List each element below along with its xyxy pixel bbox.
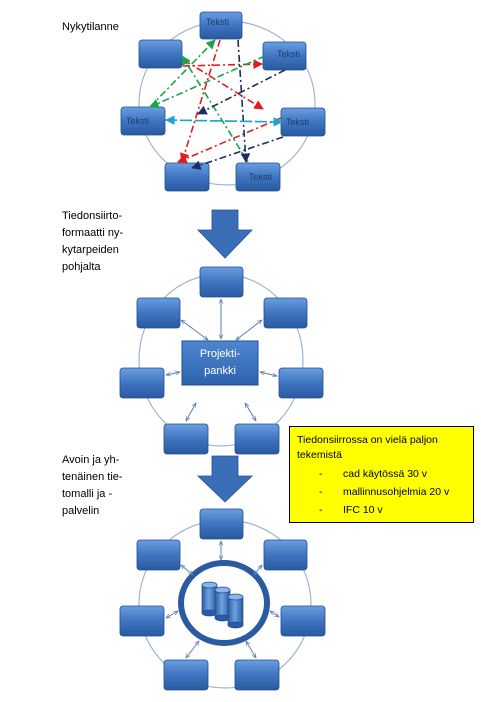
box-lower-left — [164, 162, 210, 192]
note-title-line: tekemistä — [297, 449, 342, 461]
label-line: pohjalta — [62, 261, 101, 273]
label-line: kytarpeiden — [62, 244, 119, 256]
arrow-green-2 — [149, 55, 266, 108]
database-icon — [201, 581, 244, 629]
box-upper-left — [136, 297, 181, 329]
label-line: tenäinen tie- — [62, 471, 123, 483]
box-mid-right: Teksti — [280, 107, 326, 137]
connector — [166, 372, 180, 375]
connector — [270, 611, 279, 617]
box-lower-left — [163, 659, 209, 691]
transition-arrow-1 — [197, 209, 253, 259]
label-line: Nykytilanne — [62, 21, 119, 33]
arrow-red-4 — [177, 117, 282, 164]
label-nykytilanne: Nykytilanne — [62, 19, 119, 36]
box-mid-right — [278, 367, 324, 399]
project-bank-hub: Projekti- pankki — [181, 340, 259, 386]
arrow-cyan-1 — [164, 117, 283, 127]
arrow-navy-3 — [191, 136, 284, 170]
box-label: Teksti — [286, 117, 309, 127]
hub-label-line: Projekti- — [200, 348, 241, 360]
connector — [254, 565, 262, 575]
box-upper-right — [263, 539, 308, 571]
label-line: Avoin ja yh- — [62, 454, 120, 466]
box-top: Teksti — [199, 11, 243, 40]
database-hub — [178, 560, 270, 646]
box-label: Teksti — [277, 49, 300, 59]
arrow-red-1 — [179, 39, 221, 163]
note-item: mallinnusohjelmia 20 v — [297, 485, 466, 500]
box-upper-left — [138, 39, 183, 69]
arrow-red-3 — [182, 59, 263, 70]
label-line: palvelin — [62, 505, 100, 517]
box-mid-left — [119, 367, 165, 399]
box-label: Teksti — [126, 116, 149, 126]
note-box: Tiedonsiirrossa on vielä paljon tekemist… — [289, 426, 474, 523]
arrow-navy-2 — [197, 69, 286, 115]
note-item: IFC 10 v — [297, 503, 466, 518]
box-label: Teksti — [206, 17, 229, 27]
box-top — [199, 508, 244, 540]
label-line: Tiedonsiirto- — [62, 210, 123, 222]
box-lower-right — [234, 423, 280, 455]
connector — [186, 641, 199, 658]
label-tiedonsiirtoformaatti: Tiedonsiirto- formaatti ny- kytarpeiden … — [62, 208, 123, 276]
box-lower-right — [234, 659, 280, 691]
box-mid-left — [119, 605, 165, 637]
note-title-line: Tiedonsiirrossa on vielä paljon — [297, 434, 438, 446]
connector — [246, 641, 256, 658]
box-upper-left — [136, 539, 181, 571]
project-bank-diagram: Projekti- pankki — [119, 266, 324, 455]
label-line: formaatti ny- — [62, 227, 124, 239]
box-lower-left — [163, 423, 209, 455]
label-avoin-tietomalli: Avoin ja yh- tenäinen tie- tomalli ja - … — [62, 452, 123, 520]
connector — [260, 372, 277, 376]
arrow-cyan-2 — [165, 115, 283, 125]
box-upper-right — [263, 297, 308, 329]
box-mid-right — [280, 605, 326, 637]
arrow-red-2 — [183, 59, 264, 110]
box-upper-right: Teksti — [262, 41, 307, 71]
connector — [181, 565, 193, 575]
connector — [181, 320, 208, 340]
note-item: cad käytössä 30 v — [297, 467, 466, 482]
connector — [185, 403, 197, 421]
arrow-navy-1 — [237, 39, 251, 163]
hub-label-line: pankki — [204, 365, 236, 377]
box-top — [199, 266, 244, 298]
current-state-diagram: Teksti Teksti Teksti Teksti Teksti — [120, 11, 326, 192]
arrow-green-3 — [149, 39, 216, 108]
note-list: cad käytössä 30 v mallinnusohjelmia 20 v… — [297, 467, 466, 518]
connector — [236, 320, 262, 340]
transition-arrow-2 — [197, 455, 253, 503]
label-line: tomalli ja - — [62, 488, 113, 500]
box-mid-left: Teksti — [120, 106, 166, 136]
connector — [166, 611, 178, 618]
open-data-model-diagram — [119, 508, 326, 691]
box-lower-right: Teksti — [235, 162, 281, 192]
box-label: Teksti — [249, 172, 272, 182]
connector — [245, 403, 256, 421]
arrow-green-1 — [181, 55, 249, 163]
